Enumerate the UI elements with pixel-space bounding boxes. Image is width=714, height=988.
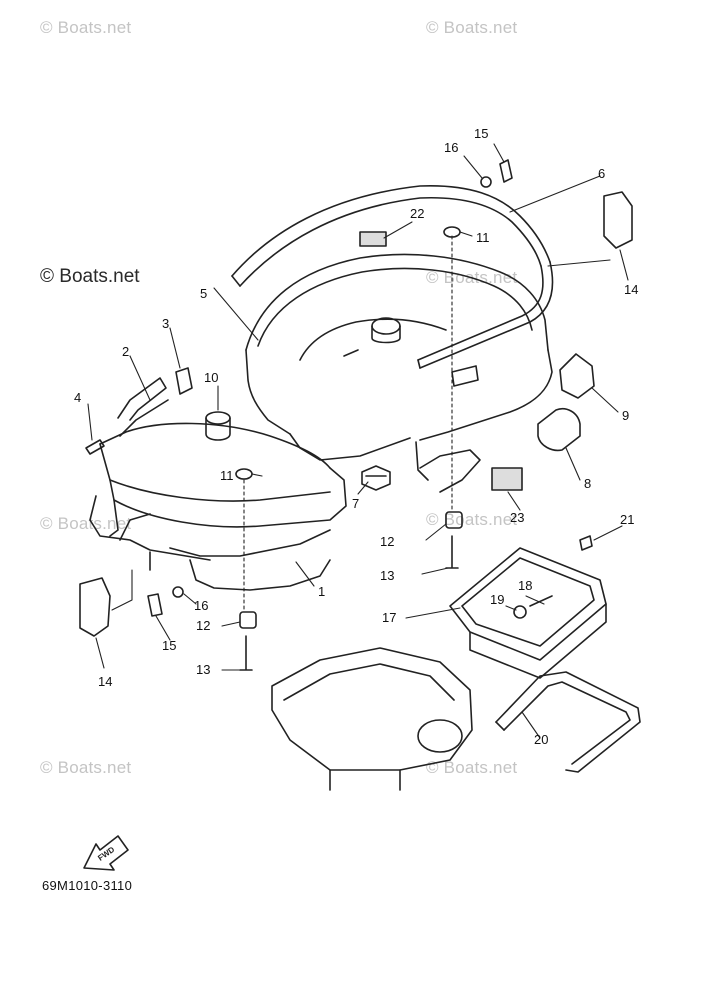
bolt-upper-part	[445, 535, 459, 569]
small-grommet-part	[361, 465, 391, 491]
screw-lower-part	[172, 586, 184, 598]
callout-5: 5	[200, 286, 207, 301]
top-seal-strip-part	[231, 184, 554, 369]
callout-13-upper: 13	[380, 568, 394, 583]
watermark-center: © Boats.net	[426, 510, 518, 529]
base-housing-part	[271, 647, 473, 791]
callout-2: 2	[122, 344, 129, 359]
callout-8: 8	[584, 476, 591, 491]
callout-10: 10	[204, 370, 218, 385]
lower-apron-part	[89, 377, 347, 591]
fwd-arrow	[83, 835, 129, 871]
small-screw-part	[579, 535, 593, 551]
clip-upper-part	[499, 159, 513, 183]
callout-6: 6	[598, 166, 605, 181]
callout-15-upper: 15	[474, 126, 488, 141]
screw-upper-part	[480, 176, 492, 188]
watermark-bottom-right: © Boats.net	[426, 758, 518, 777]
watermark-mid-left: © Boats.net	[40, 514, 132, 533]
mount-lower-part	[239, 611, 257, 629]
watermark-top-right: © Boats.net	[426, 18, 518, 37]
rubber-seal-part	[559, 353, 595, 399]
label-plate-lower-part	[491, 467, 523, 491]
callout-22: 22	[410, 206, 424, 221]
callout-12-upper: 12	[380, 534, 394, 549]
latch-lower-part	[79, 577, 111, 637]
cap-lower-part	[235, 468, 253, 480]
callout-12-lower: 12	[196, 618, 210, 633]
watermark-prominent: © Boats.net	[40, 266, 140, 287]
bottom-cowling-part	[245, 253, 553, 493]
callout-16-upper: 16	[444, 140, 458, 155]
callout-7: 7	[352, 496, 359, 511]
label-plate-upper-part	[359, 231, 387, 247]
callout-19: 19	[490, 592, 504, 607]
bolt-part	[85, 439, 105, 455]
callout-9: 9	[622, 408, 629, 423]
callout-11-lower: 11	[220, 468, 234, 483]
callout-3: 3	[162, 316, 169, 331]
latch-upper-part	[603, 191, 633, 249]
callout-14-lower: 14	[98, 674, 112, 689]
leader-lines	[87, 143, 629, 739]
watermark-top-left: © Boats.net	[40, 18, 132, 37]
callout-23: 23	[510, 510, 524, 525]
watermark-bottom-left: © Boats.net	[40, 758, 132, 777]
callout-21: 21	[620, 512, 634, 527]
bolt-lower-part	[239, 635, 253, 671]
clip-lower-part	[147, 593, 163, 617]
callout-4: 4	[74, 390, 81, 405]
callout-11-upper: 11	[476, 230, 490, 245]
part-code: 69M1010-3110	[42, 878, 133, 893]
mount-plate-part	[449, 547, 607, 679]
callout-16-lower: 16	[194, 598, 208, 613]
grommet-part	[205, 411, 231, 441]
callout-18: 18	[518, 578, 532, 593]
callout-14-upper: 14	[624, 282, 638, 297]
mount-upper-part	[445, 511, 463, 529]
seal-ring-part	[537, 408, 581, 452]
callout-13-lower: 13	[196, 662, 210, 677]
bracket-part	[175, 367, 193, 395]
callout-17: 17	[382, 610, 396, 625]
callout-15-lower: 15	[162, 638, 176, 653]
callout-1: 1	[318, 584, 325, 599]
frame-bar-part	[495, 671, 641, 773]
callout-20: 20	[534, 732, 548, 747]
